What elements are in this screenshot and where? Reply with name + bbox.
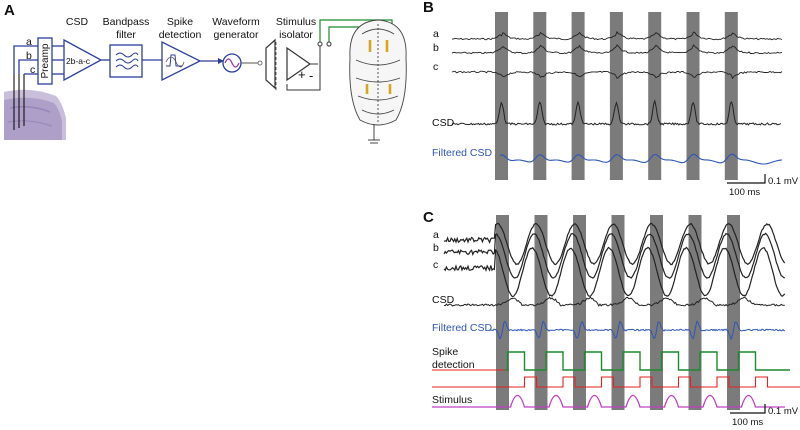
panel-b-voltage-scale: 0.1 mV [768, 176, 799, 187]
panel-c-trace-c [443, 246, 786, 298]
recording-electrodes [13, 74, 25, 130]
stimulus-bar [496, 215, 509, 410]
panel-b-trace-b [451, 44, 783, 55]
electrode-label-a: a [26, 36, 32, 48]
panel-b: B a b c CSD Filtered CSD 100 ms 0.1 mV [423, 0, 799, 198]
stimulus-bar [688, 215, 702, 410]
panel-c-time-scale: 100 ms [732, 417, 763, 428]
stimulus-isolator [265, 38, 321, 92]
polarity-minus: - [309, 68, 313, 83]
panel-b-label-c: c [433, 61, 438, 73]
waveform-generator-label-line1: Waveform [212, 16, 260, 28]
panel-c-scale-bar: 100 ms 0.1 mV [730, 404, 799, 428]
panel-b-label-filtered-csd: Filtered CSD [432, 147, 493, 159]
stimulus-bar [727, 215, 740, 410]
panel-c-label-spike-line1: Spike [432, 346, 458, 358]
stimulus-bar [609, 12, 623, 180]
csd-formula: 2b-a-c [66, 56, 91, 66]
panel-c-trace-b [443, 232, 785, 279]
connector-dot [257, 60, 263, 66]
stimulus-bar [533, 12, 547, 180]
panel-b-trace-a [451, 30, 783, 41]
panel-c-label-b: b [433, 242, 439, 254]
panel-b-trace-filtered-csd [499, 153, 783, 165]
stimulus-isolator-label-line1: Stimulus [276, 16, 316, 28]
csd-amplifier [63, 38, 103, 82]
panel-b-scale-bar: 100 ms 0.1 mV [727, 174, 799, 198]
spike-detector-icon [165, 54, 185, 68]
spike-detector [161, 40, 202, 82]
panel-b-label-a: a [433, 28, 439, 40]
panel-c-trace-filtered-csd [489, 320, 786, 341]
preamp-box [37, 37, 53, 85]
csd-stage-label: CSD [66, 16, 89, 28]
stimulus-bar [686, 12, 700, 180]
electrode-label-b: b [26, 50, 32, 62]
panel-c-label-c: c [433, 259, 438, 271]
panel-c-label-spike-line2: detection [432, 359, 475, 371]
panel-c-trace-csd [443, 296, 785, 307]
panel-c: C a b c CSD Filtered CSD Spike detection… [423, 209, 800, 428]
spike-detection-label-line2: detection [159, 29, 202, 41]
bandpass-label-line1: Bandpass [103, 16, 150, 28]
stimulus-bar [650, 215, 663, 410]
panel-c-label-a: a [433, 229, 439, 241]
stimulus-bar [534, 215, 548, 410]
panel-c-label-filtered-csd: Filtered CSD [432, 322, 493, 334]
bandpass-filter-box [109, 44, 143, 78]
panel-b-trace-csd [451, 99, 782, 126]
bandpass-label-line2: filter [116, 29, 136, 41]
panel-c-voltage-scale: 0.1 mV [768, 406, 799, 417]
panel-b-trace-c [451, 70, 783, 80]
panel-c-traces [432, 222, 800, 408]
stimulus-bar [648, 12, 662, 180]
stimulus-bar [571, 12, 585, 180]
electrode-contacts [365, 40, 392, 94]
panel-b-traces [451, 30, 783, 165]
panel-letter-c: C [423, 209, 434, 226]
stimulus-bar [724, 12, 738, 180]
panel-c-stimulus-bars [496, 215, 740, 410]
stimulus-bar [495, 12, 508, 180]
cortical-slice-image [4, 89, 66, 140]
panel-c-label-stimulus: Stimulus [432, 394, 472, 406]
panel-b-label-b: b [433, 42, 439, 54]
panel-letter-b: B [423, 0, 434, 16]
electrode-wires [13, 45, 38, 75]
panel-c-stimulus-trace [432, 394, 785, 408]
stimulus-bar [611, 215, 625, 410]
polarity-plus: + [298, 67, 306, 82]
waveform-generator-label-line2: generator [214, 29, 259, 41]
bandpass-filter-icon [115, 52, 139, 70]
panel-b-label-csd: CSD [432, 117, 455, 129]
panel-letter-a: A [4, 2, 15, 19]
panel-c-spike-detection-trace [505, 351, 790, 371]
electrode-label-c: c [30, 64, 35, 76]
panel-c-threshold-trace [432, 376, 800, 388]
panel-c-trace-a [443, 222, 786, 266]
stimulus-isolator-label-line2: isolator [279, 29, 313, 41]
spike-detection-label-line1: Spike [167, 16, 193, 28]
panel-b-stimulus-bars [495, 12, 738, 180]
panel-a: A CSD Bandpass filter Spike detection Wa… [4, 2, 407, 144]
arrow-to-waveform-icon [218, 58, 224, 64]
head-with-electrodes-illustration [349, 19, 407, 144]
panel-b-time-scale: 100 ms [729, 187, 760, 198]
stimulus-bar [573, 215, 586, 410]
preamp-label: Preamp [40, 43, 51, 78]
preamp-to-csd-wires [52, 45, 64, 75]
panel-c-label-csd: CSD [432, 294, 455, 306]
sine-wave-icon [224, 58, 240, 68]
